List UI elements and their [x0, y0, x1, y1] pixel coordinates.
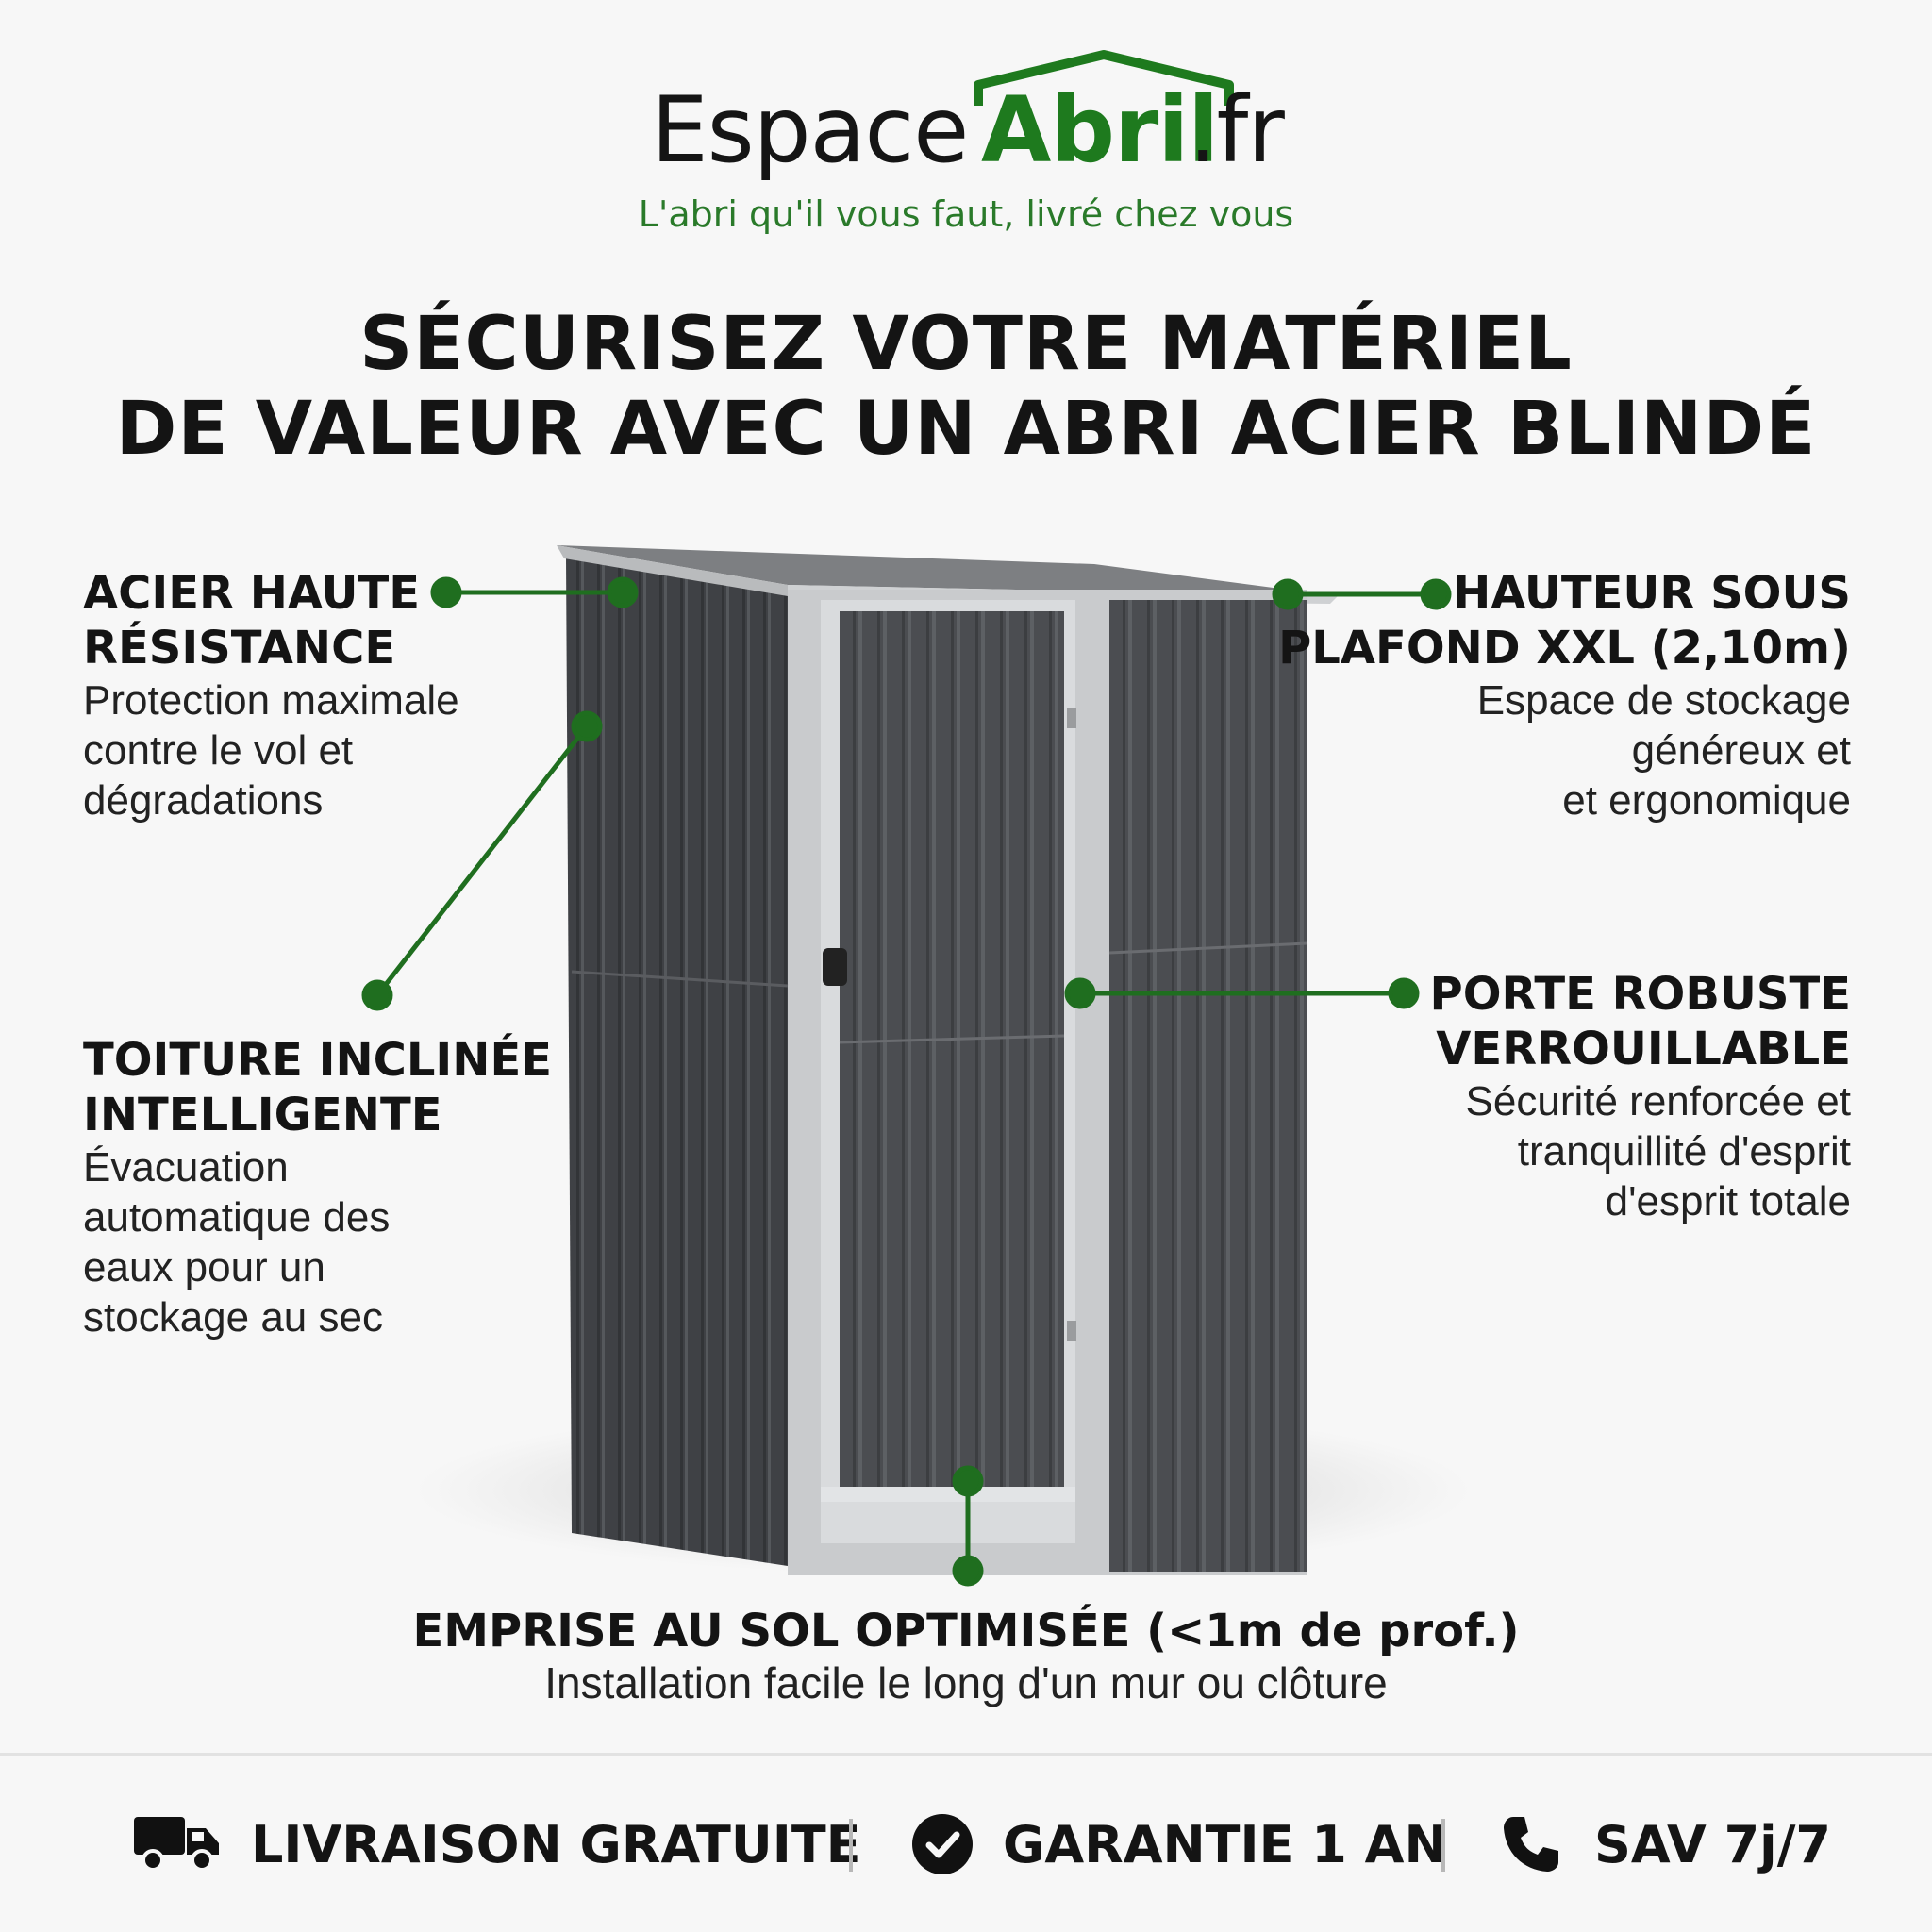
- shed-roof: [557, 545, 1338, 596]
- footer-divider: [0, 1753, 1932, 1756]
- phone-icon: [1504, 1817, 1558, 1872]
- brand-name-tld: .fr: [1189, 77, 1285, 183]
- truck-icon: [134, 1817, 219, 1872]
- shed-front-panel: [1109, 600, 1307, 1572]
- footer-livraison-label: LIVRAISON GRATUITE: [251, 1814, 861, 1874]
- feature-toiture-desc: Évacuation automatique des eaux pour un …: [83, 1144, 391, 1341]
- feature-emprise-title: EMPRISE AU SOL OPTIMISÉE (<1m de prof.): [412, 1605, 1520, 1657]
- feature-hauteur: HAUTEUR SOUS PLAFOND XXL (2,10m) Espace …: [1238, 566, 1851, 825]
- feature-toiture: TOITURE INCLINÉE INTELLIGENTE Évacuation…: [83, 1033, 611, 1342]
- headline-line-1: SÉCURISEZ VOTRE MATÉRIEL: [359, 302, 1573, 387]
- brand-name-abril: Abril: [981, 77, 1219, 183]
- feature-emprise: EMPRISE AU SOL OPTIMISÉE (<1m de prof.) …: [0, 1604, 1932, 1708]
- footer-garantie-label: GARANTIE 1 AN: [1003, 1814, 1447, 1874]
- footer-garantie: GARANTIE 1 AN: [910, 1811, 1447, 1877]
- feature-porte: PORTE ROBUSTE VERROUILLABLE Sécurité ren…: [1238, 967, 1851, 1226]
- feature-toiture-title: TOITURE INCLINÉE INTELLIGENTE: [83, 1034, 553, 1141]
- brand-name-espace: Espace: [651, 77, 969, 183]
- footer-separator: [849, 1819, 853, 1872]
- footer-benefits: LIVRAISON GRATUITE GARANTIE 1 AN SAV 7j/…: [0, 1802, 1932, 1887]
- feature-porte-title: PORTE ROBUSTE VERROUILLABLE: [1429, 968, 1851, 1075]
- feature-hauteur-desc: Espace de stockage généreux et et ergono…: [1476, 677, 1851, 824]
- shed-door: [840, 611, 1064, 1487]
- feature-acier-desc: Protection maximale contre le vol et dég…: [83, 677, 459, 824]
- footer-sav: SAV 7j/7: [1500, 1811, 1831, 1877]
- door-handle: [823, 948, 847, 986]
- feature-porte-desc: Sécurité renforcée et tranquillité d'esp…: [1465, 1078, 1851, 1224]
- footer-separator: [1441, 1819, 1445, 1872]
- brand-logo: Espace Abril .fr: [641, 49, 1302, 181]
- page-headline: SÉCURISEZ VOTRE MATÉRIEL DE VALEUR AVEC …: [0, 302, 1932, 472]
- headline-line-2: DE VALEUR AVEC UN ABRI ACIER BLINDÉ: [115, 387, 1817, 472]
- brand-tagline: L'abri qu'il vous faut, livré chez vous: [638, 193, 1294, 235]
- feature-acier-title: ACIER HAUTE RÉSISTANCE: [83, 567, 421, 675]
- callout-connectors: [361, 576, 1452, 1587]
- feature-hauteur-title: HAUTEUR SOUS PLAFOND XXL (2,10m): [1278, 567, 1851, 675]
- footer-sav-label: SAV 7j/7: [1594, 1814, 1831, 1874]
- feature-acier: ACIER HAUTE RÉSISTANCE Protection maxima…: [83, 566, 574, 825]
- check-circle-icon: [912, 1814, 973, 1874]
- footer-livraison: LIVRAISON GRATUITE: [132, 1811, 861, 1877]
- feature-emprise-desc: Installation facile le long d'un mur ou …: [544, 1658, 1388, 1707]
- house-roof-icon: [974, 50, 1234, 106]
- shed-side-panel: [566, 557, 788, 1566]
